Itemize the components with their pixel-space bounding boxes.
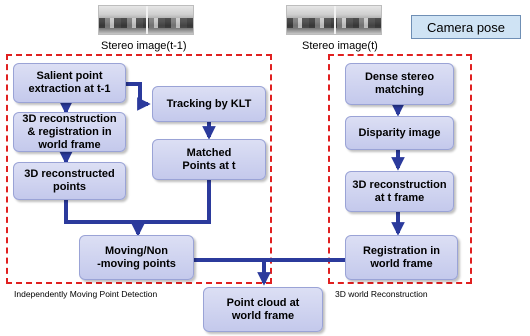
stereo-image-t-minus-1-caption: Stereo image(t-1) xyxy=(101,40,187,52)
world-reconstruction-label: 3D world Reconstruction xyxy=(335,289,428,299)
matched-points-box: Matched Points at t xyxy=(152,139,266,180)
point-cloud-box: Point cloud at world frame xyxy=(203,287,323,332)
dense-stereo-matching-box: Dense stereo matching xyxy=(345,63,454,105)
registration-box: Registration in world frame xyxy=(345,235,458,280)
camera-pose-box: Camera pose xyxy=(411,15,521,39)
stereo-image-t-minus-1 xyxy=(98,5,194,35)
moving-point-detection-region xyxy=(6,54,272,284)
stereo-image-t-caption: Stereo image(t) xyxy=(302,40,378,52)
reconstruction-registration-box: 3D reconstruction & registration in worl… xyxy=(13,112,126,152)
world-reconstruction-region xyxy=(328,54,472,284)
stereo-image-t xyxy=(286,5,382,35)
moving-point-detection-label: Independently Moving Point Detection xyxy=(14,289,158,299)
disparity-image-box: Disparity image xyxy=(345,116,454,150)
reconstructed-points-box: 3D reconstructed points xyxy=(13,162,126,200)
tracking-klt-box: Tracking by KLT xyxy=(152,86,266,122)
salient-point-extraction-box: Salient point extraction at t-1 xyxy=(13,63,126,103)
reconstruction-at-t-box: 3D reconstruction at t frame xyxy=(345,171,454,212)
moving-points-box: Moving/Non -moving points xyxy=(79,235,194,280)
